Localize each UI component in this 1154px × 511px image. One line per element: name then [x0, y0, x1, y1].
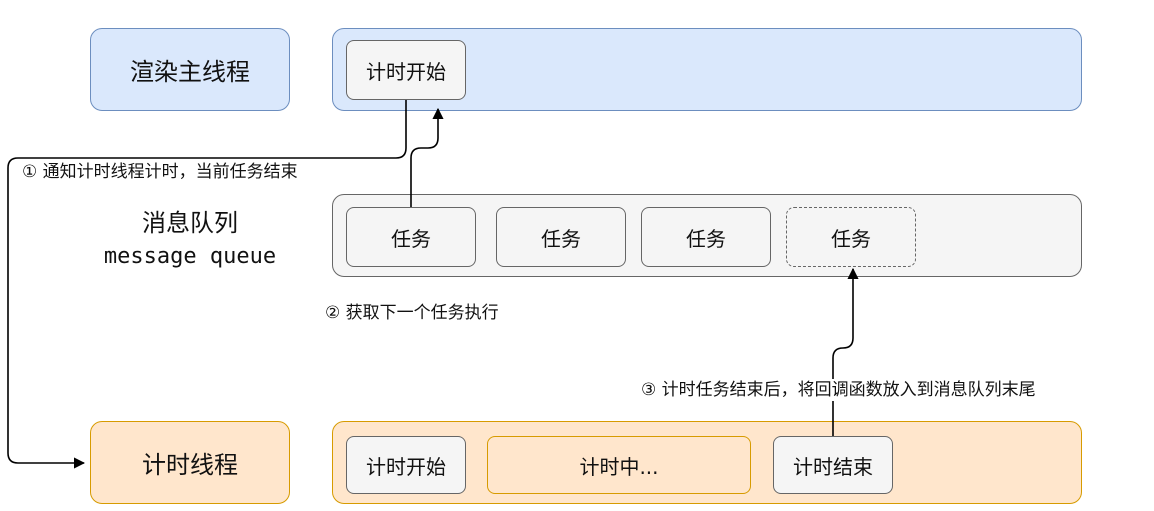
- arrow-step-3: [832, 267, 859, 436]
- arrow-step-1: [7, 100, 407, 469]
- message-queue-label: 消息队列 message queue: [60, 208, 320, 272]
- message-queue-label-cn: 消息队列: [142, 209, 238, 237]
- queue-task-2: 任务: [496, 207, 626, 267]
- main-timer-start-block: 计时开始: [346, 40, 466, 100]
- step-2-note: ② 获取下一个任务执行: [325, 302, 499, 324]
- message-queue-label-en: message queue: [103, 244, 277, 269]
- queue-task-new: 任务: [786, 207, 916, 267]
- timer-end-block: 计时结束: [773, 436, 893, 494]
- arrow-step-2: [410, 107, 444, 207]
- step-3-note: ③ 计时任务结束后，将回调函数放入到消息队列末尾: [641, 379, 1036, 401]
- timer-thread-label: 计时线程: [90, 421, 290, 504]
- timer-running-block: 计时中...: [487, 436, 751, 494]
- step-1-note: ① 通知计时线程计时，当前任务结束: [22, 161, 298, 183]
- queue-task-3: 任务: [641, 207, 771, 267]
- timer-start-block: 计时开始: [346, 436, 466, 494]
- main-thread-label: 渲染主线程: [90, 28, 290, 111]
- queue-task-1: 任务: [346, 207, 476, 267]
